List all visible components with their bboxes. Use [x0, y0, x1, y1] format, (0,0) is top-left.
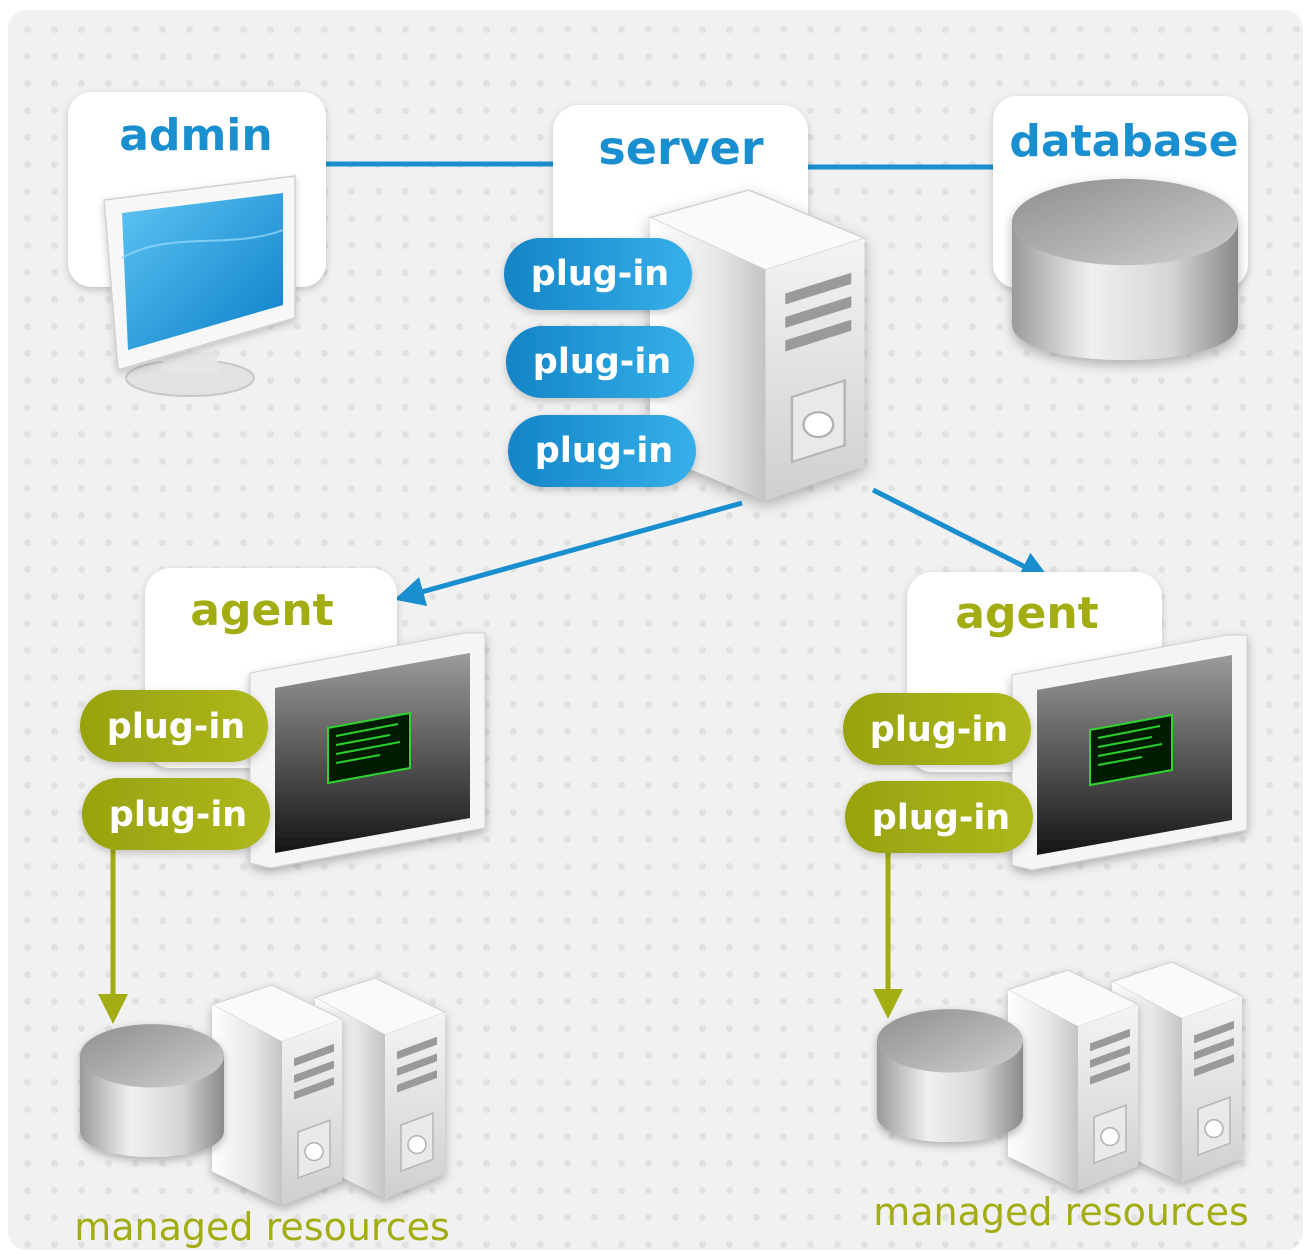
agent-left-node: agent plug-in plug-in: [80, 568, 486, 1024]
server-plugin-3: plug-in: [508, 415, 696, 487]
database-cylinder-icon: [1012, 178, 1238, 360]
svg-text:plug-in: plug-in: [870, 710, 1008, 750]
resource-cylinder-icon: [80, 1024, 224, 1157]
server-to-left-agent-arrow: [394, 500, 743, 607]
svg-text:plug-in: plug-in: [535, 431, 673, 471]
svg-text:plug-in: plug-in: [533, 342, 671, 382]
agent-right-plugin-2: plug-in: [845, 781, 1033, 853]
diagram-canvas: admin server plug-in plug-in plug-in: [8, 10, 1303, 1250]
svg-text:plug-in: plug-in: [531, 254, 669, 294]
database-node: database: [993, 96, 1248, 360]
svg-text:plug-in: plug-in: [109, 795, 247, 835]
agent-left-plugin-1: plug-in: [80, 690, 268, 762]
agent-right-plugin-1: plug-in: [843, 693, 1031, 765]
server-plugin-1: plug-in: [504, 238, 692, 310]
resource-cylinder-icon: [877, 1009, 1023, 1142]
database-label: database: [1009, 116, 1238, 167]
agent-left-plugin-2: plug-in: [82, 778, 270, 850]
server-node: server plug-in plug-in plug-in: [504, 105, 866, 502]
managed-resources-right-label: managed resources: [873, 1190, 1249, 1234]
monitor-icon: [103, 175, 296, 397]
managed-resources-left: managed resources: [74, 977, 450, 1249]
architecture-diagram: admin server plug-in plug-in plug-in: [68, 92, 1249, 1249]
agent-right-terminal-icon: [1011, 634, 1248, 871]
admin-label: admin: [119, 110, 272, 161]
agent-left-terminal-icon: [249, 632, 486, 869]
resource-tower-icon: [211, 984, 343, 1207]
managed-resources-right: managed resources: [873, 961, 1249, 1234]
admin-node: admin: [68, 92, 326, 397]
server-to-right-agent-arrow: [871, 487, 1051, 580]
server-plugin-2: plug-in: [506, 326, 694, 398]
agent-right-label: agent: [955, 588, 1098, 639]
agent-left-label: agent: [190, 585, 333, 636]
agent-right-node: agent plug-in plug-in: [843, 572, 1248, 1019]
svg-text:plug-in: plug-in: [872, 798, 1010, 838]
managed-resources-left-label: managed resources: [74, 1205, 450, 1249]
server-label: server: [598, 121, 763, 175]
svg-text:plug-in: plug-in: [107, 707, 245, 747]
resource-tower-icon: [1007, 969, 1139, 1192]
